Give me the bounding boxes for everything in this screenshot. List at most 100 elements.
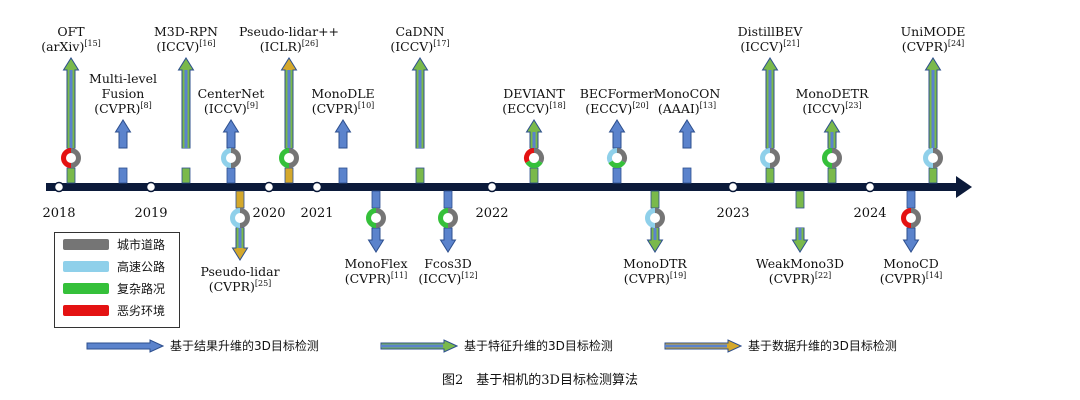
monodtr-ring-urban — [654, 208, 665, 228]
venue-text: (CVPR) — [623, 271, 670, 286]
reference-number: [12] — [461, 270, 478, 280]
monocon-arrow — [678, 119, 696, 149]
venue-text: (ICCV) — [156, 39, 200, 54]
reference-number: [25] — [254, 278, 272, 288]
monodetr-ring-urban — [831, 148, 842, 168]
oft-ring-urban — [70, 148, 81, 168]
venue-text: (CVPR) — [94, 101, 141, 116]
method-name: Pseudo-lidar — [200, 264, 280, 279]
monodetr-arrow-stripe — [830, 132, 834, 148]
year-label: 2024 — [853, 206, 886, 221]
venue-text: (ICCV) — [802, 101, 846, 116]
pseudolidar-ring-highway — [230, 208, 241, 228]
highway-swatch — [63, 261, 109, 272]
method-name: MonoDETR — [795, 86, 869, 101]
method-venue: (CVPR)[10] — [311, 101, 375, 116]
monodle-ring-bg — [335, 150, 351, 166]
reference-number: [14] — [925, 270, 943, 280]
method-venue: (CVPR)[14] — [880, 271, 943, 286]
method-venue: (CVPR)[19] — [623, 271, 687, 286]
monodtr-arrow-stripe — [653, 228, 657, 240]
weakmono3d-ring-bg — [792, 210, 808, 226]
reference-number: [26] — [301, 38, 319, 48]
reference-number: [17] — [433, 38, 450, 48]
method-venue: (ICLR)[26] — [239, 39, 339, 54]
year-label: 2019 — [134, 206, 167, 221]
monoflex-arrow — [367, 227, 385, 253]
centernet-connector — [226, 167, 236, 184]
method-label-monoflex: MonoFlex(CVPR)[11] — [344, 256, 407, 286]
deviant-ring-adverse — [524, 148, 535, 163]
becformer-connector — [612, 167, 622, 184]
method-label-fcos3d: Fcos3D(ICCV)[12] — [418, 256, 477, 286]
method-label-pseudolidarpp: Pseudo-lidar++(ICLR)[26] — [239, 24, 339, 54]
method-label-weakmono3d: WeakMono3D(CVPR)[22] — [756, 256, 844, 286]
deviant-arrow-stripe — [532, 132, 536, 148]
arrow-legend-feature-label: 基于特征升维的3D目标检测 — [464, 339, 613, 353]
reference-number: [9] — [246, 100, 259, 110]
venue-text: (ICCV) — [418, 271, 462, 286]
method-name: OFT — [57, 24, 85, 39]
method-label-monocd: MonoCD(CVPR)[14] — [880, 256, 943, 286]
reference-number: [24] — [947, 38, 965, 48]
becformer-ring-complex — [608, 160, 626, 168]
weakmono3d-connector — [795, 190, 805, 209]
method-name: Fcos3D — [424, 256, 472, 271]
method-name: CenterNet — [197, 86, 265, 101]
deviant-ring-urban — [533, 148, 544, 163]
method-label-oft: OFT(arXiv)[15] — [41, 24, 101, 54]
monodtr-connector — [650, 190, 660, 209]
fcos3d-ring-complex — [438, 208, 449, 228]
method-label-monodtr: MonoDTR(CVPR)[19] — [623, 256, 687, 286]
method-label-m3drpn: M3D-RPN(ICCV)[16] — [154, 24, 218, 54]
method-name: DistillBEV — [737, 24, 803, 39]
venue-text: (CVPR) — [344, 271, 391, 286]
becformer-arrow — [608, 119, 626, 149]
monocd-ring-adverse — [901, 208, 912, 228]
year-marker — [53, 181, 65, 193]
cadnn-arrow-stripe — [418, 70, 422, 148]
year-label: 2018 — [42, 206, 75, 221]
method-label-becformer: BECFormer(ECCV)[20] — [580, 86, 655, 116]
distillbev-arrow-stripe — [768, 70, 772, 148]
method-venue: (CVPR)[11] — [344, 270, 408, 286]
method-label-centernet: CenterNet(ICCV)[9] — [198, 86, 265, 116]
data-arrow-icon — [664, 339, 742, 353]
method-label-cadnn: CaDNN(ICCV)[17] — [390, 24, 449, 54]
timeline-arrowhead — [956, 176, 972, 198]
monocd-connector — [906, 190, 916, 209]
centernet-ring-urban — [230, 148, 241, 168]
venue-text: (AAAI) — [657, 101, 700, 116]
oft-ring-adverse — [61, 148, 72, 168]
method-label-pseudolidar: Pseudo-lidar(CVPR)[25] — [200, 264, 279, 294]
deviant-connector — [529, 167, 539, 184]
method-venue: (arXiv)[15] — [41, 39, 101, 54]
method-venue: (ICCV)[17] — [390, 39, 449, 54]
venue-text: (CVPR) — [311, 101, 358, 116]
reference-number: [11] — [390, 270, 408, 280]
oft-arrow-stripe — [69, 70, 73, 148]
method-venue: (ECCV)[18] — [502, 101, 565, 116]
venue-text: (ICCV) — [390, 39, 434, 54]
legend-label-highway: 高速公路 — [117, 260, 166, 274]
centernet-ring-highway — [221, 148, 232, 168]
method-name: WeakMono3D — [755, 256, 845, 271]
monocd-ring-urban — [910, 208, 921, 228]
distillbev-ring-highway — [760, 148, 771, 168]
fcos3d-arrow — [439, 227, 457, 253]
timeline-axis — [46, 183, 958, 191]
venue-text: (CVPR) — [768, 271, 815, 286]
becformer-ring-highway — [607, 148, 618, 163]
adverse-swatch — [63, 305, 109, 316]
method-name: MonoDLE — [311, 86, 375, 101]
urban-swatch — [63, 239, 109, 250]
venue-text: (ICCV) — [203, 101, 247, 116]
unimode-ring-highway — [923, 148, 934, 168]
unimode-ring-urban — [932, 148, 943, 168]
method-name: M3D-RPN — [154, 24, 218, 39]
monocon-ring-bg — [679, 150, 695, 166]
method-name: MonoDTR — [623, 256, 687, 271]
method-venue: (ICCV)[23] — [796, 101, 869, 116]
reference-number: [16] — [199, 38, 216, 48]
